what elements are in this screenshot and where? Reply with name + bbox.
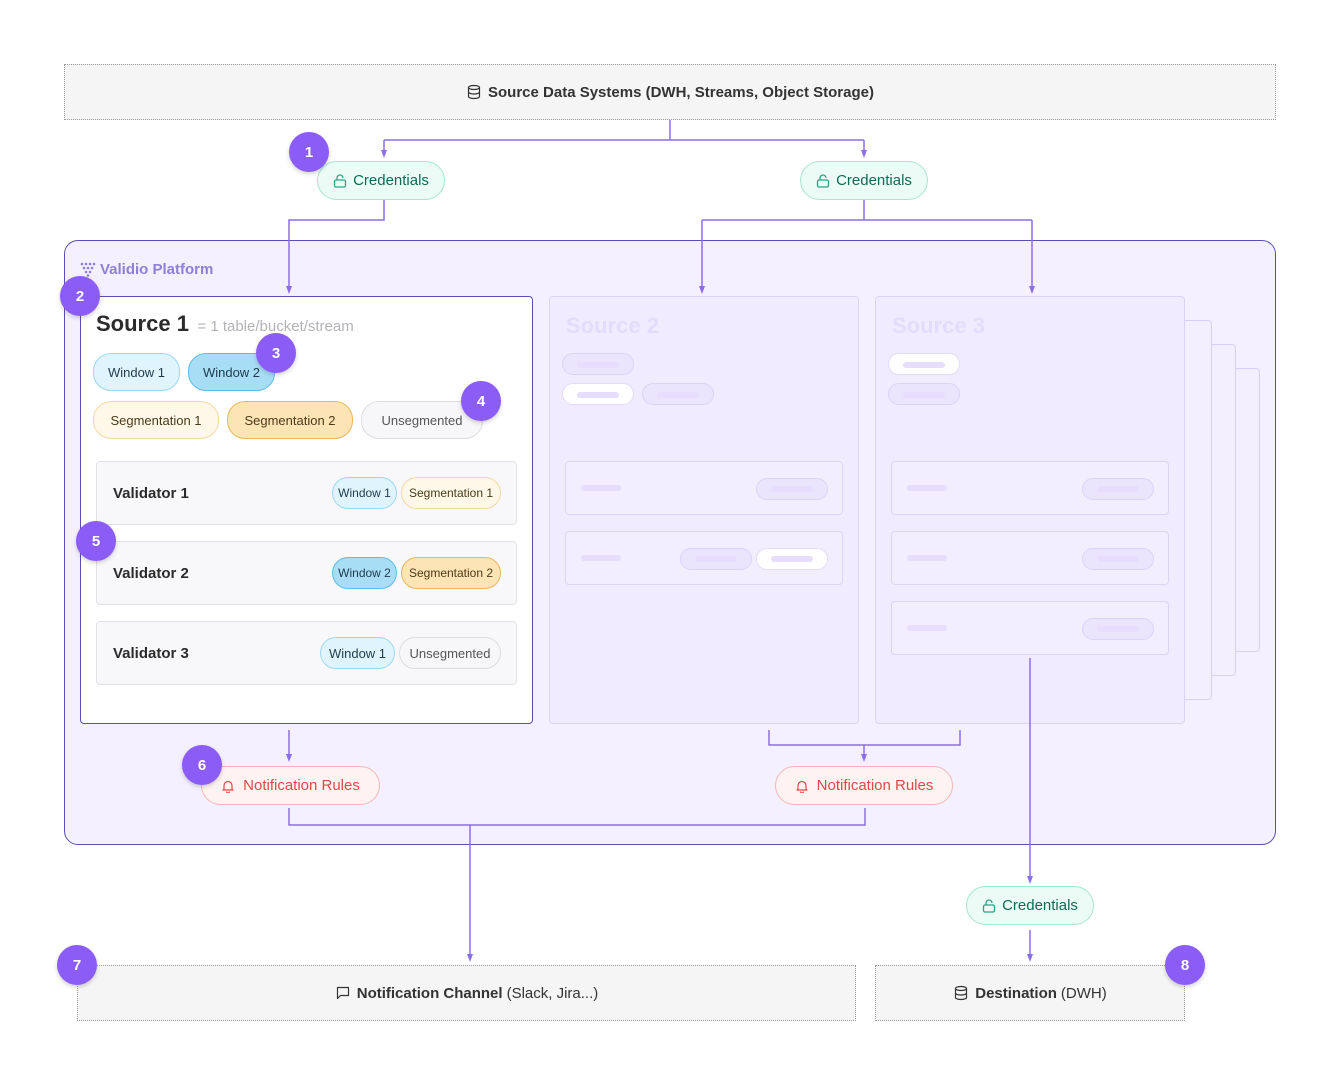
notification-channel-title: Notification Channel xyxy=(356,984,503,1002)
validator-2-segmentation: Segmentation 2 xyxy=(401,557,501,589)
source-data-systems-title: Source Data Systems (DWH, Streams, Objec… xyxy=(488,83,874,101)
validator-3-window: Window 1 xyxy=(320,637,395,669)
unlock-icon xyxy=(982,898,996,913)
source-data-systems-box: Source Data Systems (DWH, Streams, Objec… xyxy=(64,64,1276,120)
destination-detail: (DWH) xyxy=(1060,984,1107,1002)
credentials-label: Credentials xyxy=(836,172,912,189)
source-1-heading: Source 1 = 1 table/bucket/stream xyxy=(96,311,354,337)
step-badge-7: 7 xyxy=(57,945,97,985)
step-badge-1: 1 xyxy=(289,132,329,172)
unlock-icon xyxy=(333,173,347,188)
credentials-label: Credentials xyxy=(1002,897,1078,914)
ghost-validator-row xyxy=(565,531,843,585)
database-icon xyxy=(953,985,969,1001)
unlock-icon xyxy=(816,173,830,188)
validator-1-row[interactable]: Validator 1 Window 1 Segmentation 1 xyxy=(96,461,517,525)
validator-2-window: Window 2 xyxy=(332,557,397,589)
notification-rules-label: Notification Rules xyxy=(243,777,360,794)
ghost-window-pill xyxy=(562,353,634,375)
bell-icon xyxy=(796,780,808,793)
ghost-window-pill xyxy=(888,353,960,375)
credentials-pill-2[interactable]: Credentials xyxy=(800,161,928,200)
validator-3-segmentation: Unsegmented xyxy=(399,637,501,669)
notification-rules-pill-2[interactable]: Notification Rules xyxy=(775,766,953,805)
source-3-title: Source 3 xyxy=(892,313,985,338)
ghost-validator-row xyxy=(891,601,1169,655)
credentials-pill-3[interactable]: Credentials xyxy=(966,886,1094,925)
source-2-title: Source 2 xyxy=(566,313,659,338)
source-1-title: Source 1 xyxy=(96,311,189,336)
notification-rules-pill-1[interactable]: Notification Rules xyxy=(201,766,380,805)
ghost-segment-pill xyxy=(642,383,714,405)
validator-3-name: Validator 3 xyxy=(113,645,189,662)
unsegmented-pill[interactable]: Unsegmented xyxy=(361,401,483,439)
validator-2-row[interactable]: Validator 2 Window 2 Segmentation 2 xyxy=(96,541,517,605)
validio-logo-icon xyxy=(80,262,96,277)
bell-icon xyxy=(222,780,234,793)
platform-label: Validio Platform xyxy=(80,259,213,279)
ghost-validator-row xyxy=(891,531,1169,585)
database-icon xyxy=(466,84,482,100)
window-1-pill[interactable]: Window 1 xyxy=(93,353,180,391)
credentials-pill-1[interactable]: Credentials xyxy=(317,161,445,200)
credentials-label: Credentials xyxy=(353,172,429,189)
step-badge-6: 6 xyxy=(182,745,222,785)
validator-3-row[interactable]: Validator 3 Window 1 Unsegmented xyxy=(96,621,517,685)
ghost-validator-row xyxy=(891,461,1169,515)
step-badge-4: 4 xyxy=(461,381,501,421)
source-1-card[interactable]: Source 1 = 1 table/bucket/stream Window … xyxy=(80,296,533,724)
validator-1-segmentation: Segmentation 1 xyxy=(401,477,501,509)
segmentation-2-pill[interactable]: Segmentation 2 xyxy=(227,401,353,439)
ghost-segment-pill xyxy=(562,383,634,405)
step-badge-8: 8 xyxy=(1165,945,1205,985)
step-badge-3: 3 xyxy=(256,333,296,373)
notification-rules-label: Notification Rules xyxy=(816,777,934,794)
notification-channel-box: Notification Channel (Slack, Jira...) xyxy=(77,965,856,1021)
destination-box: Destination (DWH) xyxy=(875,965,1185,1021)
validator-1-window: Window 1 xyxy=(332,477,397,509)
chat-icon xyxy=(335,985,351,1001)
notification-channel-detail: (Slack, Jira...) xyxy=(506,984,599,1002)
ghost-validator-row xyxy=(565,461,843,515)
validator-2-name: Validator 2 xyxy=(113,565,189,582)
step-badge-5: 5 xyxy=(76,521,116,561)
segmentation-1-pill[interactable]: Segmentation 1 xyxy=(93,401,219,439)
source-2-card: Source 2 xyxy=(549,296,859,724)
step-badge-2: 2 xyxy=(60,276,100,316)
destination-title: Destination xyxy=(975,984,1057,1002)
platform-name: Validio Platform xyxy=(100,260,214,278)
ghost-segment-pill xyxy=(888,383,960,405)
source-3-card: Source 3 xyxy=(875,296,1185,724)
validator-1-name: Validator 1 xyxy=(113,485,189,502)
source-1-subtitle: = 1 table/bucket/stream xyxy=(197,318,354,335)
